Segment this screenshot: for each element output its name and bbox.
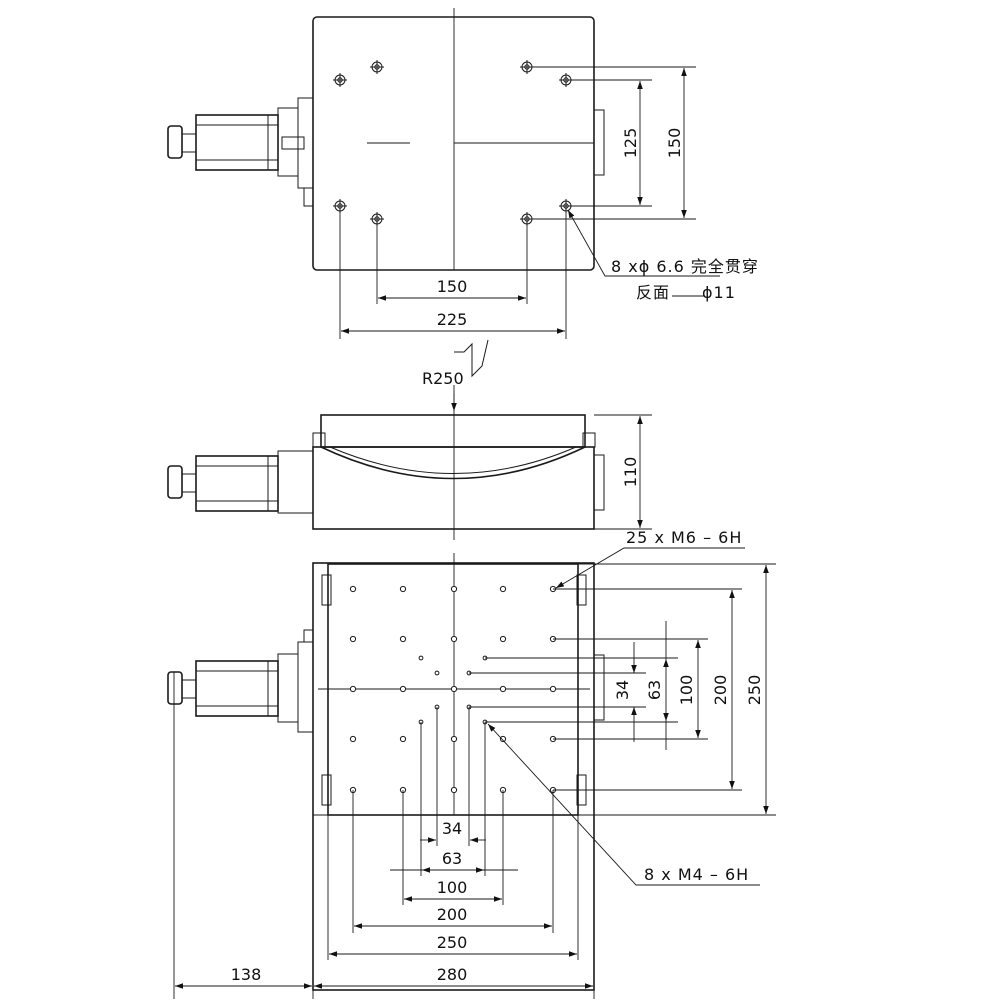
dim-label-63-vertical: 63 <box>645 680 664 700</box>
m4-callout-leader <box>487 723 760 886</box>
dim-label-125: 125 <box>621 128 640 159</box>
front-view: R250 110 <box>167 339 652 540</box>
plan-view: 34 63 100 200 250 34 63 100 200 250 280 <box>167 528 776 999</box>
dim-label-200-vertical: 200 <box>711 675 730 706</box>
hole-callout-leader <box>567 209 720 277</box>
dim-label-250-vertical: 250 <box>745 675 764 706</box>
m4-callout-label: 8 x M4 – 6H <box>644 865 749 884</box>
dim-label-225: 225 <box>437 310 468 329</box>
dim-label-138: 138 <box>231 965 262 984</box>
m6-callout-leader <box>555 547 745 589</box>
top-view: 125 150 150 225 8 xϕ 6.6 完全贯穿 反面 ϕ11 <box>167 8 759 339</box>
hole-callout-line2: 反面 <box>636 283 670 302</box>
front-view-motor <box>167 450 314 514</box>
plan-view-base <box>312 562 595 991</box>
hole-callout-line2-diameter: ϕ11 <box>702 283 736 302</box>
dim-label-200-horizontal: 200 <box>437 905 468 924</box>
front-view-top-plate <box>320 414 586 448</box>
top-view-motor <box>167 97 314 207</box>
radius-label: R250 <box>422 369 464 388</box>
dim-label-34-vertical: 34 <box>613 680 632 700</box>
m6-callout-label: 25 x M6 – 6H <box>626 528 742 547</box>
dim-label-63-horizontal: 63 <box>442 849 462 868</box>
dim-label-150-horizontal: 150 <box>437 277 468 296</box>
dim-label-100-vertical: 100 <box>677 675 696 706</box>
dim-label-250-horizontal: 250 <box>437 933 468 952</box>
top-view-table-outline <box>312 16 595 271</box>
hole-callout-line1: 8 xϕ 6.6 完全贯穿 <box>611 257 759 276</box>
dim-label-150-vertical: 150 <box>665 128 684 159</box>
front-view-body <box>312 446 595 530</box>
dim-label-34-horizontal: 34 <box>442 819 462 838</box>
dim-label-100-horizontal: 100 <box>437 878 468 897</box>
dim-label-280: 280 <box>437 965 468 984</box>
break-line <box>454 339 489 378</box>
plan-view-motor <box>167 629 314 733</box>
dim-label-110: 110 <box>621 457 640 488</box>
m6-hole-grid <box>349 585 557 794</box>
